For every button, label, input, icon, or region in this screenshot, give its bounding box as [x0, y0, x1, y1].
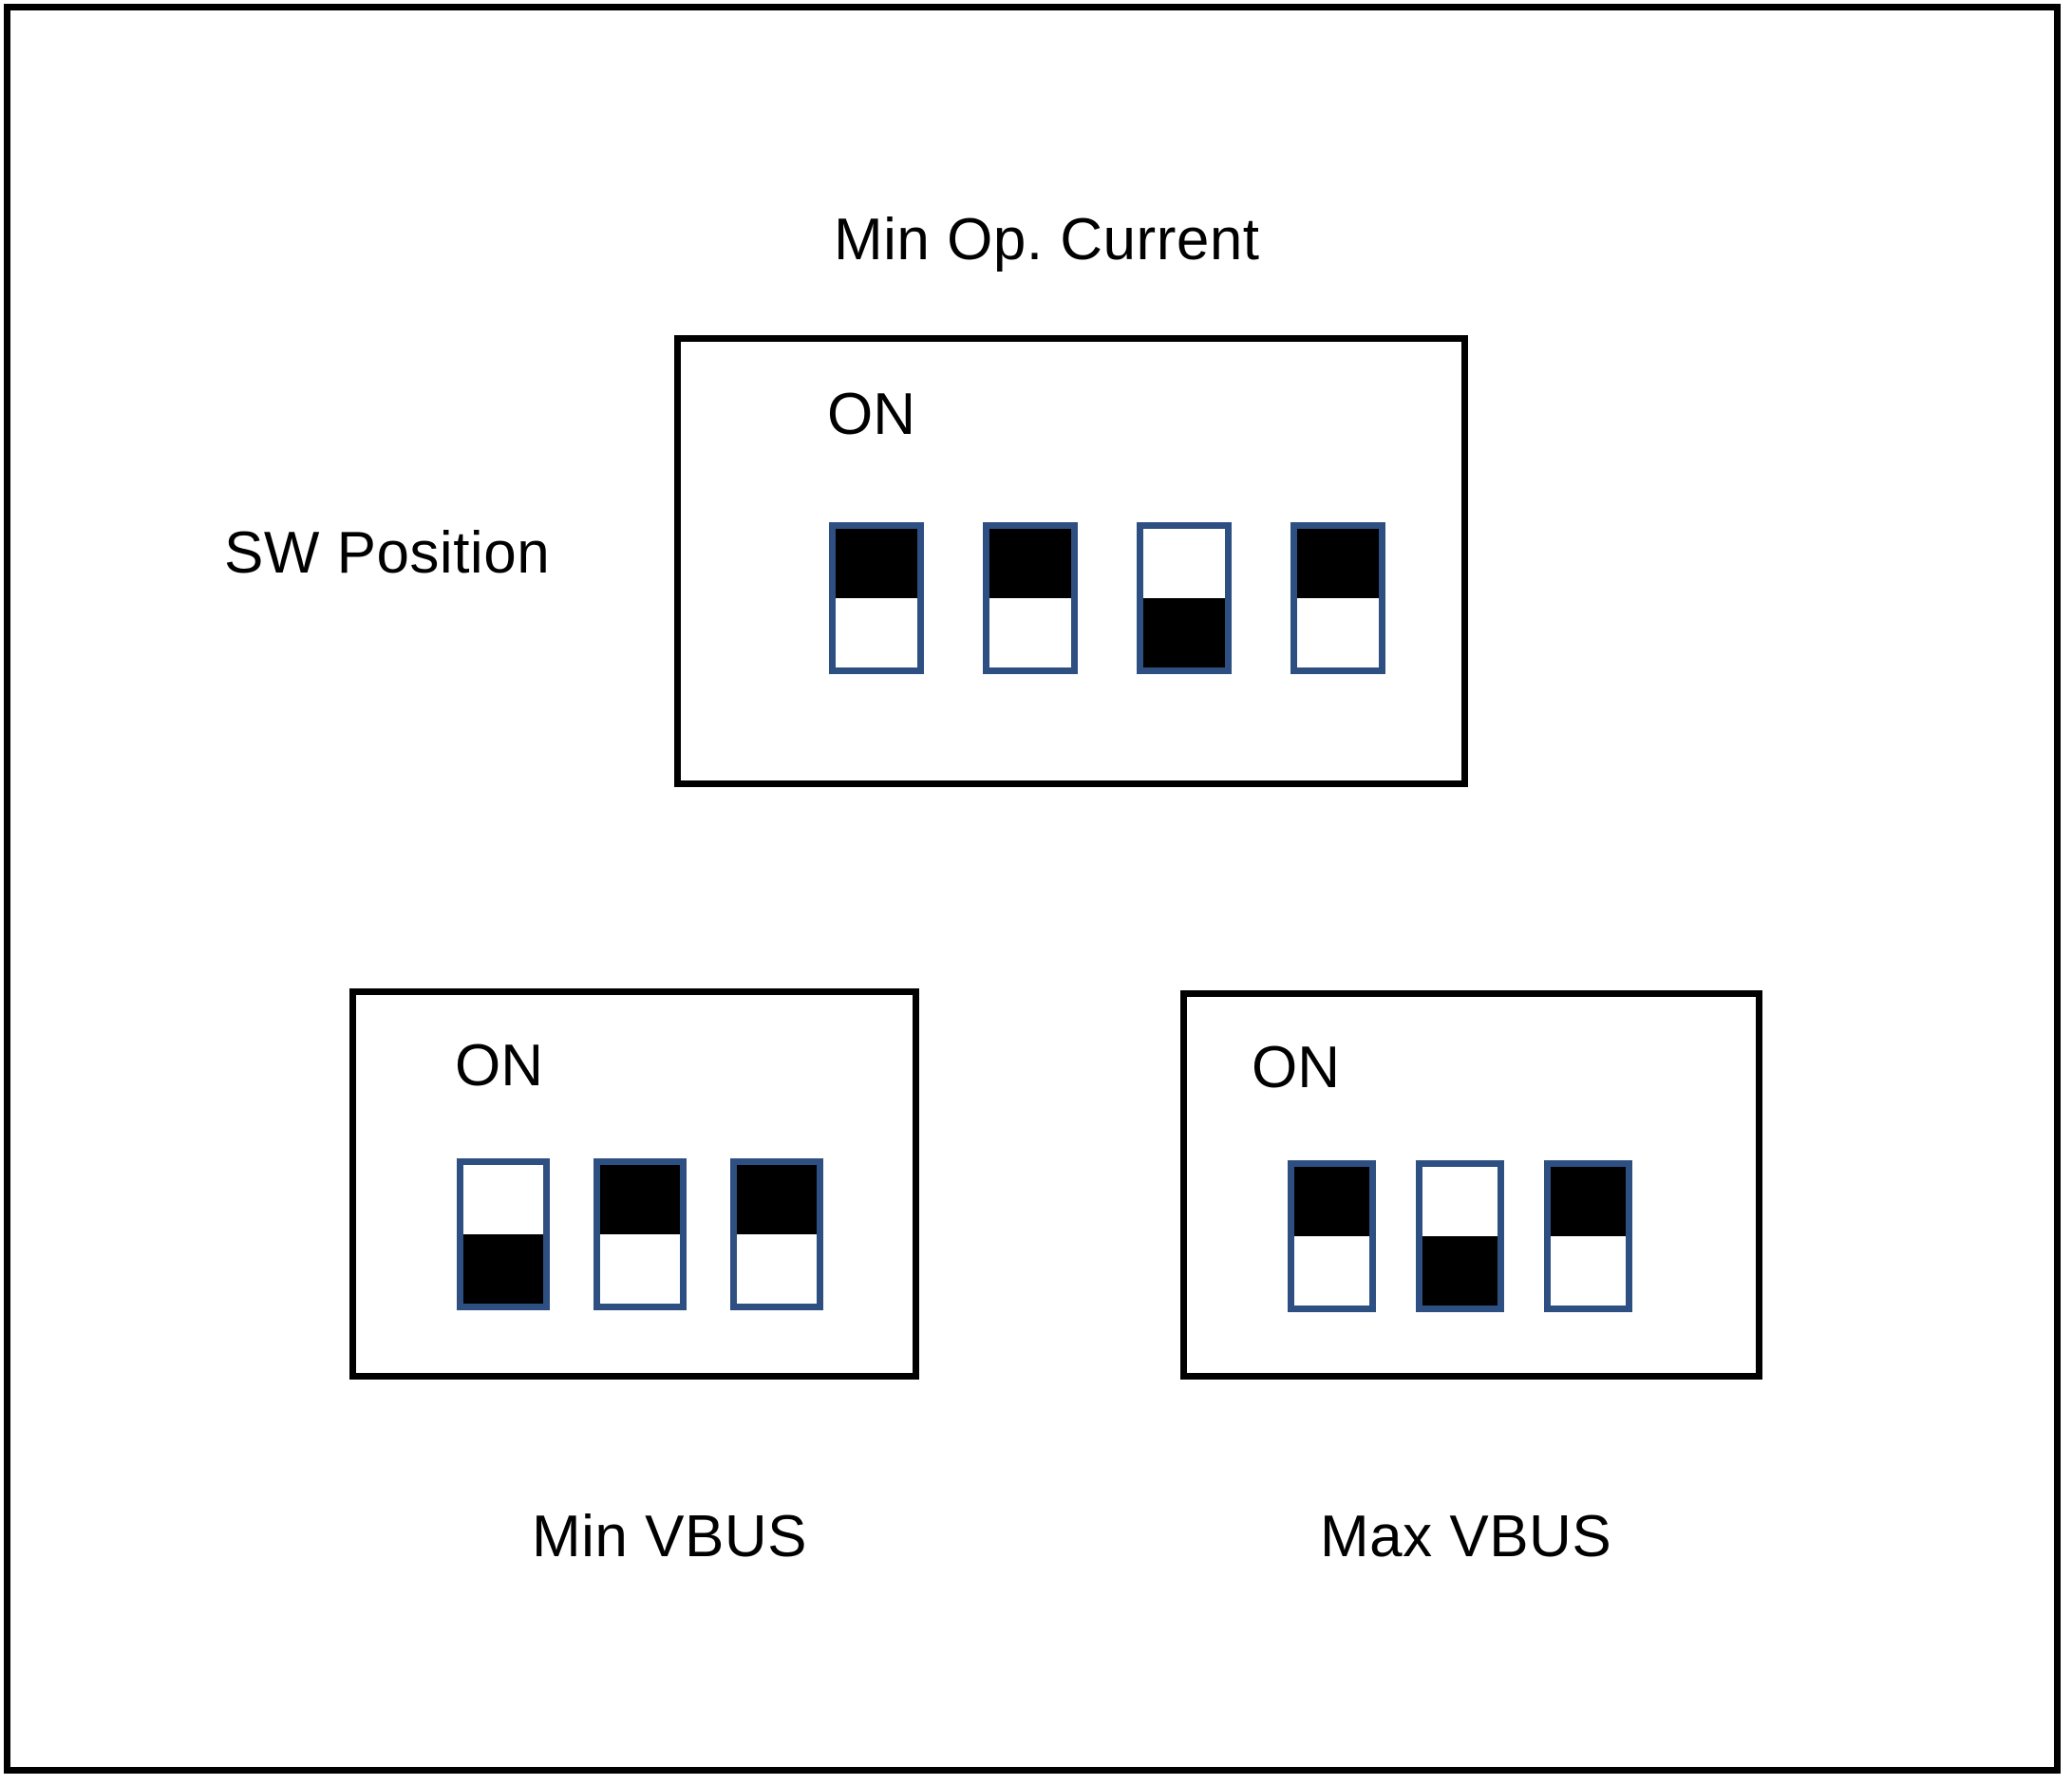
switch-row-min-vbus	[457, 1158, 823, 1310]
max-vbus-caption: Max VBUS	[1320, 1504, 1612, 1569]
on-label-min-vbus: ON	[455, 1033, 543, 1099]
min-vbus-dip-switch-2-top	[600, 1165, 680, 1234]
dip-switch-1-bottom	[836, 598, 917, 667]
max-vbus-dip-switch-3[interactable]	[1544, 1160, 1632, 1312]
dip-switch-3-top	[1143, 529, 1225, 598]
min-vbus-dip-switch-1-bottom	[463, 1234, 543, 1304]
min-vbus-dip-switch-1-top	[463, 1165, 543, 1234]
max-vbus-dip-switch-3-top	[1551, 1167, 1626, 1236]
max-vbus-dip-switch-1-bottom	[1294, 1236, 1369, 1306]
dip-switch-1[interactable]	[829, 522, 924, 674]
max-vbus-dip-switch-2-bottom	[1422, 1236, 1497, 1306]
on-label-min-op-current: ON	[827, 382, 915, 447]
outer-frame	[4, 4, 2061, 1774]
panel-max-vbus[interactable]: ON	[1180, 990, 1762, 1380]
min-vbus-dip-switch-3-top	[737, 1165, 817, 1234]
dip-switch-3-bottom	[1143, 598, 1225, 667]
min-vbus-dip-switch-1[interactable]	[457, 1158, 550, 1310]
dip-switch-4-bottom	[1297, 598, 1379, 667]
min-vbus-dip-switch-2[interactable]	[593, 1158, 687, 1310]
min-op-current-title: Min Op. Current	[834, 207, 1260, 272]
min-vbus-dip-switch-3-bottom	[737, 1234, 817, 1304]
sw-position-label: SW Position	[224, 520, 551, 586]
switch-row-max-vbus	[1288, 1160, 1632, 1312]
dip-switch-4[interactable]	[1290, 522, 1385, 674]
max-vbus-dip-switch-2[interactable]	[1416, 1160, 1504, 1312]
dip-switch-1-top	[836, 529, 917, 598]
max-vbus-dip-switch-2-top	[1422, 1167, 1497, 1236]
dip-switch-4-top	[1297, 529, 1379, 598]
dip-switch-3[interactable]	[1137, 522, 1232, 674]
min-vbus-caption: Min VBUS	[532, 1504, 807, 1569]
min-vbus-dip-switch-2-bottom	[600, 1234, 680, 1304]
min-vbus-dip-switch-3[interactable]	[730, 1158, 823, 1310]
switch-row-min-op-current	[829, 522, 1385, 674]
dip-switch-2-top	[989, 529, 1071, 598]
max-vbus-dip-switch-3-bottom	[1551, 1236, 1626, 1306]
panel-min-vbus[interactable]: ON	[349, 988, 919, 1380]
dip-switch-2-bottom	[989, 598, 1071, 667]
max-vbus-dip-switch-1-top	[1294, 1167, 1369, 1236]
dip-switch-2[interactable]	[983, 522, 1078, 674]
panel-min-op-current[interactable]: ON	[674, 335, 1468, 787]
max-vbus-dip-switch-1[interactable]	[1288, 1160, 1376, 1312]
on-label-max-vbus: ON	[1252, 1035, 1340, 1100]
